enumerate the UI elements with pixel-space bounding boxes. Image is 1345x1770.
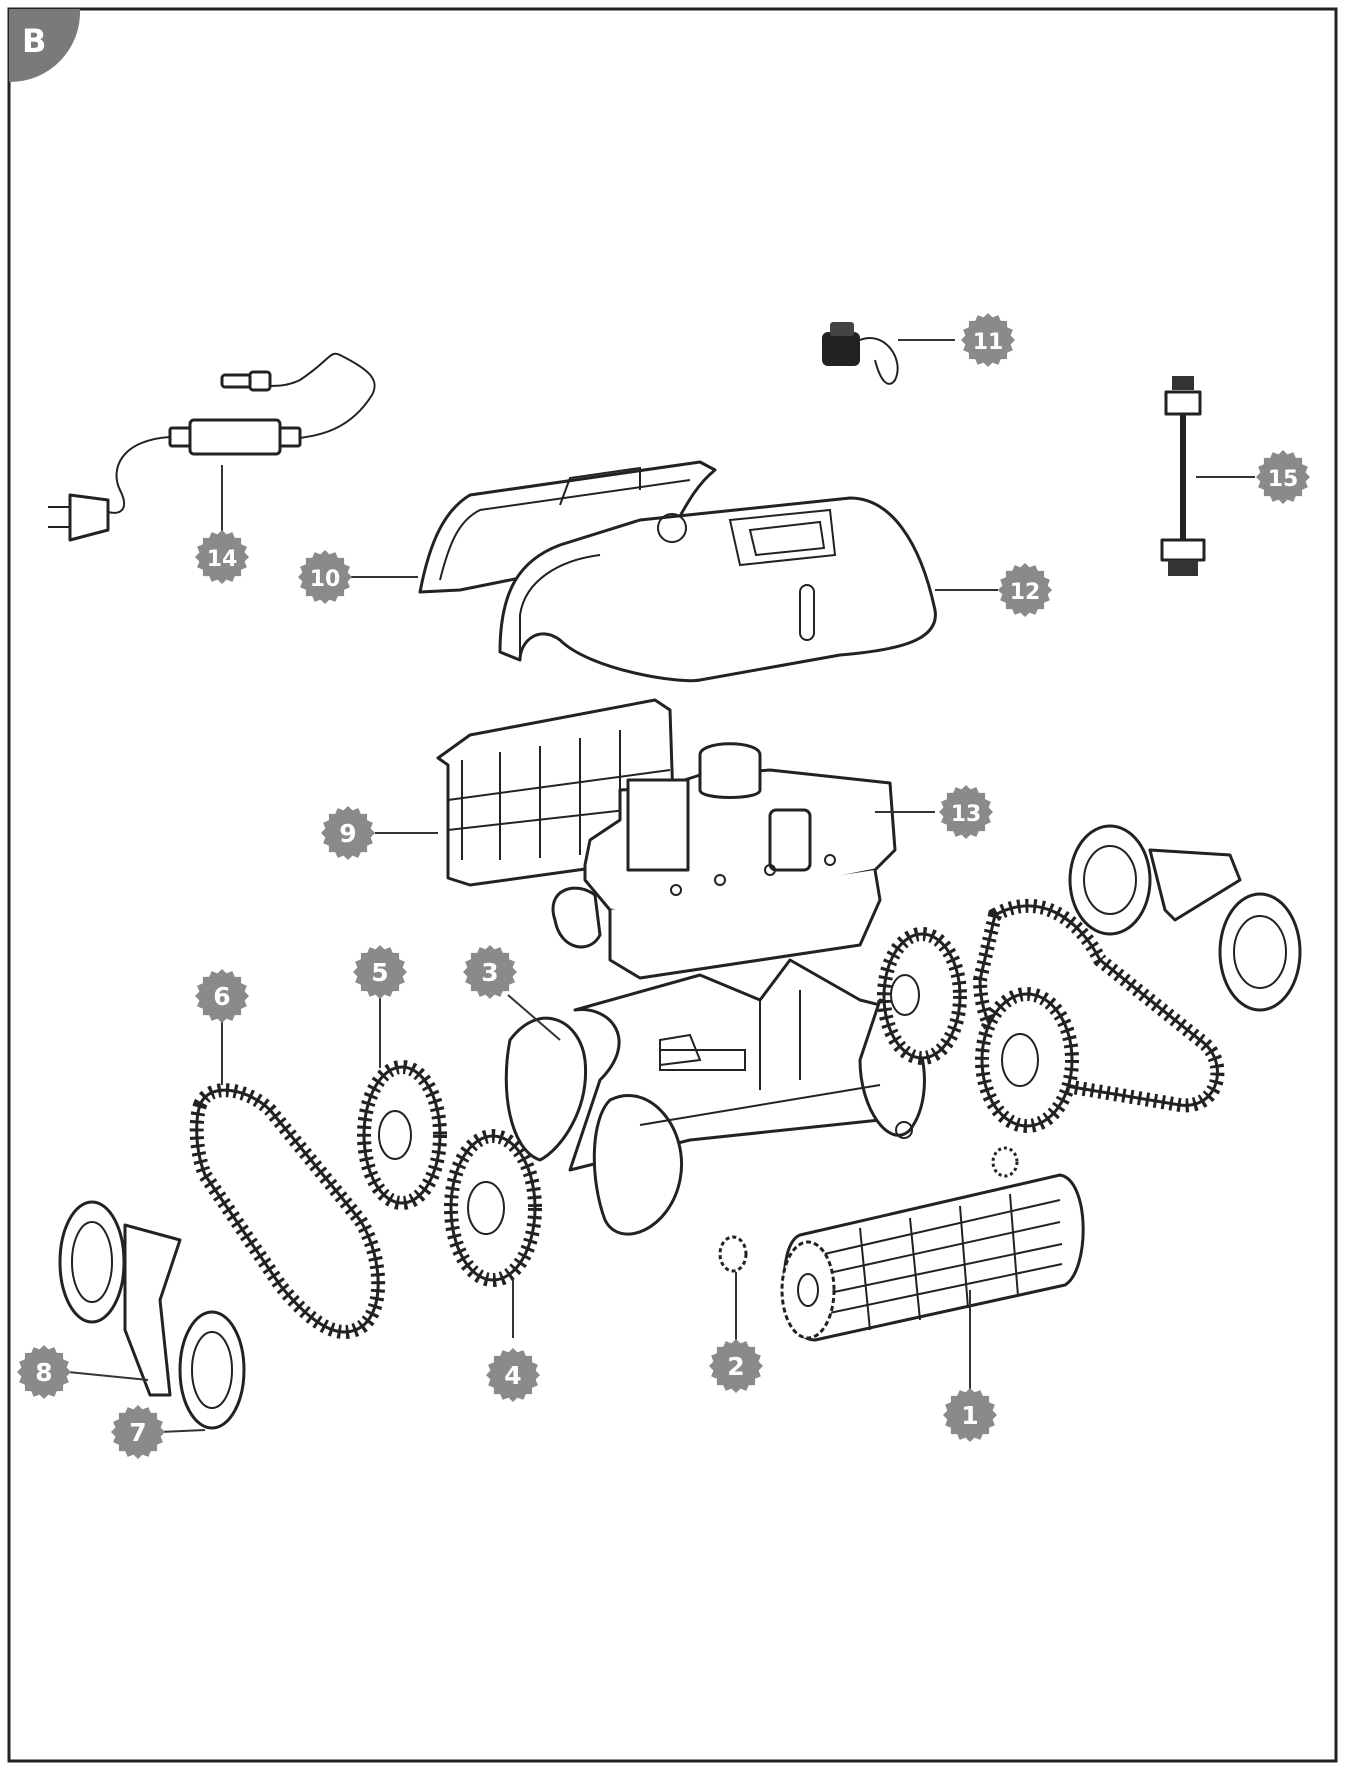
side-bracket-illustration [123,1223,182,1397]
callout-label-11: 11 [973,330,1004,355]
callout-badge-12: 12 [998,563,1052,617]
badge-star-icon [111,1405,165,1459]
callout-label-4: 4 [504,1361,521,1390]
callout-label-14: 14 [207,547,238,572]
callout-label-12: 12 [1010,580,1041,605]
callout-label-1: 1 [961,1401,978,1430]
motor-block-illustration [551,742,897,980]
page-frame [7,7,1338,1763]
gear-illustration [718,1235,748,1273]
section-tab: B [9,9,81,83]
track-belt-illustration [189,1083,386,1339]
badge-star-icon [1256,450,1310,504]
badge-star-icon [353,945,407,999]
callout-badge-13: 13 [939,785,993,839]
callout-badge-2: 2 [709,1339,763,1393]
callout-badge-10: 10 [298,550,352,604]
top-cover-illustration [498,496,937,683]
cap-illustration [822,322,899,385]
callout-label-15: 15 [1268,467,1299,492]
power-adapter-illustration [48,352,376,542]
section-tab-label: B [22,22,46,60]
callout-label-8: 8 [35,1358,52,1387]
badge-star-icon [321,806,375,860]
callout-badge-8: 8 [17,1345,71,1399]
callout-label-3: 3 [481,958,498,987]
brush-roller-illustration [780,1146,1085,1342]
leader-lines [67,339,1255,1433]
badge-star-icon [298,550,352,604]
badge-star-icon [709,1339,763,1393]
drive-wheel-front-illustration [444,1129,542,1287]
callout-badge-3: 3 [463,945,517,999]
callout-label-13: 13 [951,802,982,827]
callout-badge-11: 11 [961,313,1015,367]
callout-badge-1: 1 [943,1388,997,1442]
chassis-illustration [504,958,926,1236]
callout-label-5: 5 [371,958,388,987]
badge-star-icon [998,563,1052,617]
badge-star-icon [195,969,249,1023]
callout-label-2: 2 [727,1352,744,1381]
callout-badge-5: 5 [353,945,407,999]
right-wheels-illustration [877,824,1302,1133]
callout-label-9: 9 [339,819,356,848]
badge-star-icon [961,313,1015,367]
callout-badge-14: 14 [195,530,249,584]
badge-star-icon [463,945,517,999]
connector-cable-illustration [1160,376,1206,576]
callout-badge-6: 6 [195,969,249,1023]
handle-cover-illustration [418,460,717,594]
callout-label-10: 10 [310,567,341,592]
callout-badge-15: 15 [1256,450,1310,504]
badge-star-icon [486,1348,540,1402]
callout-badge-9: 9 [321,806,375,860]
badge-star-icon [939,785,993,839]
callout-badge-7: 7 [111,1405,165,1459]
badge-star-icon [17,1345,71,1399]
badge-star-icon [943,1388,997,1442]
callout-label-6: 6 [213,982,230,1011]
badge-star-icon [195,530,249,584]
callout-label-7: 7 [129,1418,146,1447]
callout-badge-4: 4 [486,1348,540,1402]
drive-wheel-rear-illustration [357,1060,447,1210]
wheel-cover-illustration [58,1200,246,1430]
